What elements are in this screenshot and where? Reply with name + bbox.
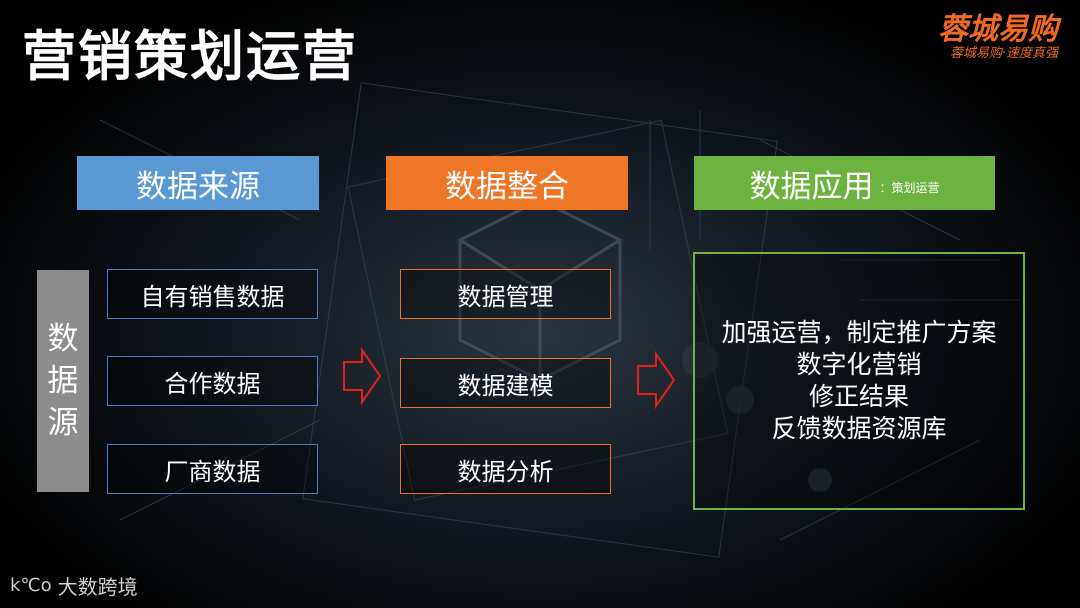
logo-main-text: 蓉城易购 <box>918 14 1058 46</box>
result-line: 数字化营销 <box>796 349 921 381</box>
result-line: 修正结果 <box>809 381 909 413</box>
source-item-own-sales: 自有销售数据 <box>107 269 318 319</box>
side-label-data-source: 数 据 源 <box>37 270 89 492</box>
header-data-application-label: 数据应用 <box>749 161 873 206</box>
footer-logo-text: 大数跨境 <box>58 571 138 600</box>
result-line: 加强运营，制定推广方案 <box>721 317 996 349</box>
arrow-right-icon <box>342 346 382 406</box>
header-data-application: 数据应用 ：策划运营 <box>694 156 995 210</box>
side-label-char: 数 <box>48 318 79 360</box>
page-title: 营销策划运营 <box>22 12 358 91</box>
application-results-box: 加强运营，制定推广方案 数字化营销 修正结果 反馈数据资源库 <box>693 252 1025 510</box>
side-label-char: 源 <box>48 402 79 444</box>
brand-logo: 蓉城易购 蓉城易购·速度真强 <box>918 14 1058 64</box>
result-line: 反馈数据资源库 <box>771 413 946 445</box>
header-data-integration: 数据整合 <box>386 156 628 210</box>
header-data-application-sub: ：策划运营 <box>879 179 939 196</box>
arrow-right-icon <box>636 350 676 410</box>
header-data-source-label: 数据来源 <box>136 161 260 206</box>
logo-sub-text: 蓉城易购·速度真强 <box>918 46 1058 62</box>
header-data-source: 数据来源 <box>77 156 319 210</box>
integration-item-analysis: 数据分析 <box>400 444 611 494</box>
footer-watermark-logo: k℃o 大数跨境 <box>10 571 138 600</box>
header-data-integration-label: 数据整合 <box>445 161 569 206</box>
footer-logo-mark: k℃o <box>10 575 52 596</box>
source-item-partner: 合作数据 <box>107 356 318 406</box>
source-item-manufacturer: 厂商数据 <box>107 444 318 494</box>
integration-item-management: 数据管理 <box>400 269 611 319</box>
side-label-char: 据 <box>48 360 79 402</box>
integration-item-modeling: 数据建模 <box>400 358 611 408</box>
